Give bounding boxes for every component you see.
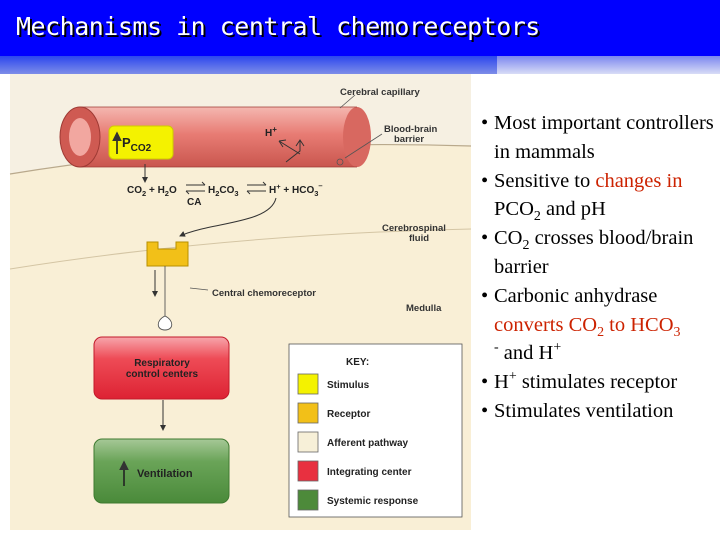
title-bar: Mechanisms in central chemoreceptors (0, 0, 720, 58)
bullet-item: •CO2 crosses blood/brain barrier (481, 227, 694, 278)
central-chemoreceptor-label: Central chemoreceptor (212, 288, 316, 299)
cerebral-capillary (59, 106, 371, 168)
key-swatch (297, 402, 319, 424)
respiratory-label-1: Respiratory (134, 358, 190, 369)
bullet-list: •Most important controllers in mammals •… (478, 109, 718, 426)
medulla-boundary (9, 228, 472, 270)
chemoreceptor-diagram: PCO2 H+ Cerebral capillary Blood-brain b… (0, 74, 478, 540)
blood-brain-barrier-label-2: barrier (394, 134, 424, 145)
key-swatch (297, 460, 319, 482)
respiratory-control-centers-box (93, 336, 230, 400)
key-label: Receptor (327, 409, 370, 420)
bullet-item: •H+ stimulates receptor (481, 369, 678, 394)
key-label: Integrating center (327, 467, 412, 478)
blood-brain-barrier-label-1: Blood-brain (384, 124, 437, 135)
key-swatch (297, 489, 319, 511)
key-title: KEY: (346, 357, 369, 368)
pco2-stimulus-box (108, 125, 174, 160)
bullet-item: •Sensitive to changes in PCO2 and pH (481, 169, 683, 225)
capillary-hplus-label: H+ (265, 125, 277, 139)
ca-label: CA (187, 197, 201, 208)
csf-label-1: Cerebrospinal (382, 223, 446, 234)
hplus-to-receptor-arrow (179, 197, 277, 237)
key-label: Systemic response (327, 496, 419, 507)
key-swatch (297, 373, 319, 395)
svg-text:H+ + HCO3–: H+ + HCO3– (269, 181, 323, 198)
cerebral-capillary-label: Cerebral capillary (340, 87, 420, 98)
carbonic-equation: CO2 + H2O H2CO3 H+ + HCO3– (127, 181, 323, 198)
title-underline-band-light (497, 56, 720, 74)
csf-label-2: fluid (409, 233, 429, 244)
key-swatch (297, 431, 319, 453)
synapse-terminal-icon (157, 315, 173, 331)
slide-title: Mechanisms in central chemoreceptors (16, 12, 540, 41)
medulla-label: Medulla (406, 303, 442, 314)
svg-text:CO2 + H2O: CO2 + H2O (127, 185, 177, 198)
bullet-item: •Most important controllers in mammals (481, 112, 714, 163)
central-chemoreceptor-icon (146, 241, 189, 267)
ventilation-label: Ventilation (137, 468, 193, 480)
bullet-item: •Carbonic anhydrase converts CO2 to HCO3… (481, 284, 681, 365)
hplus-blocked-arrow (278, 140, 301, 155)
key-label: Afferent pathway (327, 438, 409, 449)
ventilation-box (93, 438, 230, 504)
equilibrium-arrow-1 (186, 184, 205, 192)
equilibrium-arrow-2 (247, 184, 266, 192)
bullet-item: •Stimulates ventilation (481, 399, 674, 422)
key-label: Stimulus (327, 380, 370, 391)
respiratory-label-2: control centers (126, 369, 199, 380)
pco2-label: PCO2 (122, 135, 152, 154)
svg-text:H2CO3: H2CO3 (208, 185, 239, 198)
